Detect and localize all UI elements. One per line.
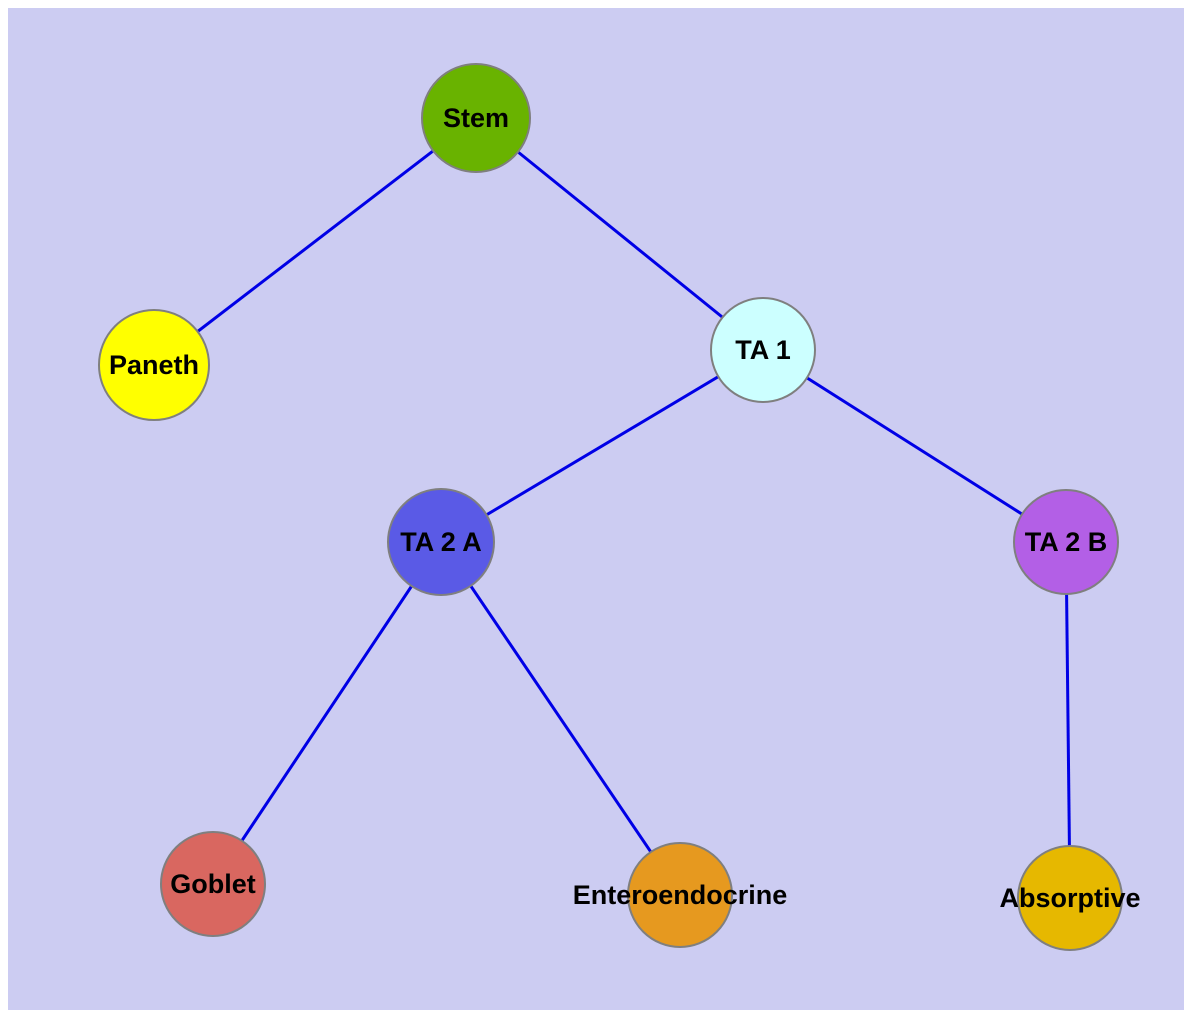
edge-ta1-ta2a: [440, 348, 764, 544]
node-label-ta2a: TA 2 A: [400, 527, 482, 557]
edge-ta2b-absorptive: [1064, 541, 1072, 899]
node-stem[interactable]: [421, 63, 531, 173]
edge-ta2a-goblet: [211, 541, 443, 885]
node-ta1[interactable]: [710, 297, 816, 403]
node-label-ta1: TA 1: [735, 335, 791, 365]
edge-stem-paneth: [153, 116, 477, 367]
node-label-ta2b: TA 2 B: [1025, 527, 1108, 557]
node-enteroendocrine[interactable]: [627, 842, 733, 948]
node-paneth[interactable]: [98, 309, 210, 421]
node-label-goblet: Goblet: [170, 869, 256, 899]
node-ta2b[interactable]: [1013, 489, 1119, 595]
node-goblet[interactable]: [160, 831, 266, 937]
node-absorptive[interactable]: [1017, 845, 1123, 951]
nodes-layer: [98, 63, 1123, 951]
edge-ta2a-enteroendocrine: [439, 541, 682, 896]
node-label-paneth: Paneth: [109, 350, 199, 380]
edge-stem-ta1: [475, 116, 764, 352]
node-label-absorptive: Absorptive: [999, 883, 1140, 913]
node-label-stem: Stem: [443, 103, 509, 133]
edge-ta1-ta2b: [762, 348, 1067, 544]
edges-layer: [153, 116, 1072, 899]
node-ta2a[interactable]: [387, 488, 495, 596]
node-label-enteroendocrine: Enteroendocrine: [573, 880, 788, 910]
